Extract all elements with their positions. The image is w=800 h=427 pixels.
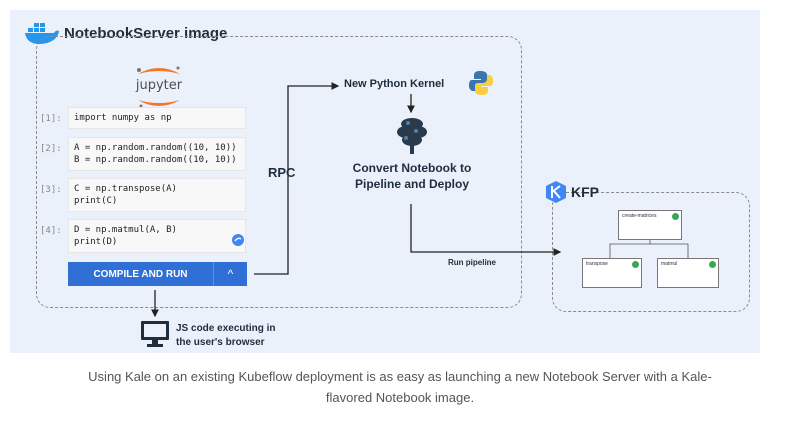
cell-number: [1]: [40, 114, 62, 124]
jupyter-logo-text: jupyter [135, 78, 183, 93]
code-line: import numpy as np [74, 113, 172, 123]
code-line: A = np.random.random((10, 10)) [74, 143, 237, 153]
new-kernel-label: New Python Kernel [344, 78, 445, 90]
kfp-title: KFP [571, 184, 599, 200]
check-icon [632, 261, 639, 268]
kfp-node-label: matmul [661, 261, 678, 267]
code-line: print(C) [74, 196, 118, 206]
figure-caption: Using Kale on an existing Kubeflow deplo… [0, 366, 800, 408]
notebook-server-boundary [36, 36, 522, 308]
notebook-cell[interactable]: A = np.random.random((10, 10)) B = np.ra… [68, 137, 246, 171]
cell-number: [2]: [40, 144, 62, 154]
python-icon [469, 71, 493, 95]
kfp-node-label: create-matrices [622, 213, 657, 219]
code-line: print(D) [74, 237, 118, 247]
monitor-icon [141, 321, 169, 347]
jupyter-logo-icon [137, 66, 180, 108]
notebook-cell[interactable]: C = np.transpose(A) print(C) [68, 178, 246, 212]
js-code-label-line: the user's browser [176, 337, 265, 348]
js-code-label: JS code executing in the user's browser [176, 322, 275, 350]
kfp-node-label: transpose [586, 261, 608, 267]
js-code-label-line: JS code executing in [176, 323, 276, 334]
notebook-cell[interactable]: import numpy as np [68, 107, 246, 129]
kfp-node-matmul[interactable]: matmul [657, 258, 719, 288]
kale-icon [397, 118, 427, 154]
cell-number: [4]: [40, 226, 62, 236]
kfp-node-create-matrices[interactable]: create-matrices [618, 210, 682, 240]
rpc-label: RPC [268, 165, 296, 180]
convert-label: Convert Notebook to Pipeline and Deploy [330, 160, 494, 192]
expand-button[interactable]: ^ [213, 262, 247, 286]
check-icon [672, 213, 679, 220]
compile-and-run-button[interactable]: COMPILE AND RUN [68, 262, 213, 286]
code-line: C = np.transpose(A) [74, 184, 177, 194]
convert-label-line: Convert Notebook to [352, 161, 472, 175]
check-icon [709, 261, 716, 268]
caption-line: flavored Notebook image. [325, 390, 475, 405]
kale-cell-icon[interactable] [232, 234, 244, 246]
code-line: D = np.matmul(A, B) [74, 225, 177, 235]
kfp-icon [546, 181, 566, 203]
cell-number: [3]: [40, 185, 62, 195]
caption-line: Using Kale on an existing Kubeflow deplo… [88, 369, 712, 384]
kfp-node-transpose[interactable]: transpose [582, 258, 642, 288]
code-line: B = np.random.random((10, 10)) [74, 155, 237, 165]
notebook-cell[interactable]: D = np.matmul(A, B) print(D) [68, 219, 246, 253]
notebook-server-title: NotebookServer image [64, 25, 228, 42]
run-pipeline-label: Run pipeline [448, 258, 496, 267]
convert-label-line: Pipeline and Deploy [354, 177, 470, 191]
